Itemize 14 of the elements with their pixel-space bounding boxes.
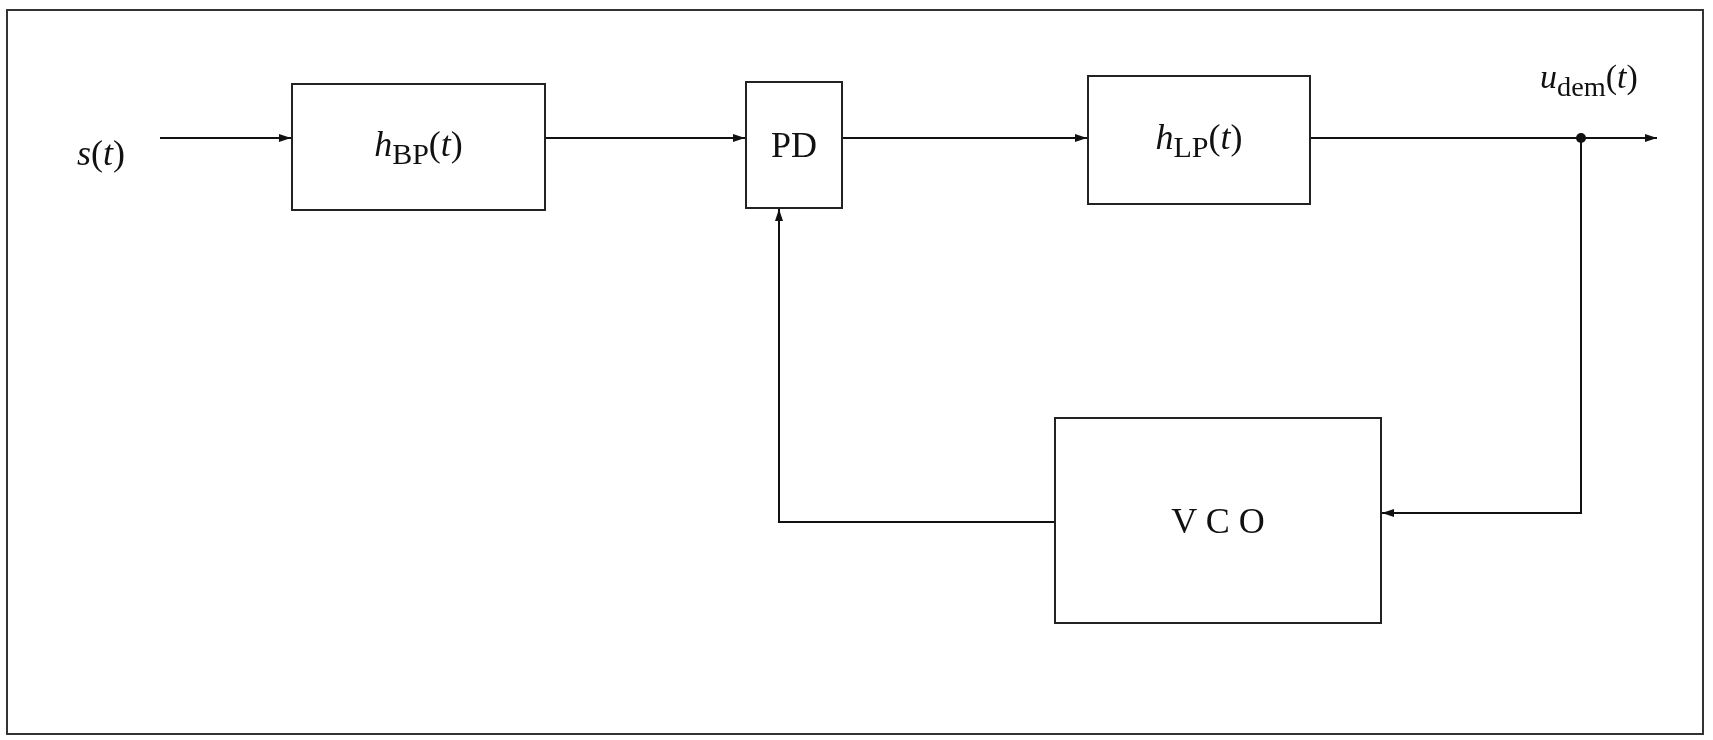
- arrow: [775, 208, 1055, 523]
- signal-label: s(t): [56, 125, 146, 181]
- block-label: h$_{LP}$(t): [1155, 115, 1243, 165]
- block-box: [745, 81, 843, 209]
- block-label: PD: [771, 124, 817, 166]
- block-label: h$_{BP}$(t): [374, 122, 463, 172]
- block-box: [291, 83, 546, 211]
- block-box: [1087, 75, 1311, 205]
- arrow: [842, 134, 1088, 142]
- arrow: [159, 134, 292, 142]
- block-box: [1054, 417, 1382, 624]
- arrow: [545, 134, 746, 142]
- block-label: V C O: [1171, 499, 1265, 542]
- output-signal-label: u$_{dem}$(t): [1540, 58, 1638, 103]
